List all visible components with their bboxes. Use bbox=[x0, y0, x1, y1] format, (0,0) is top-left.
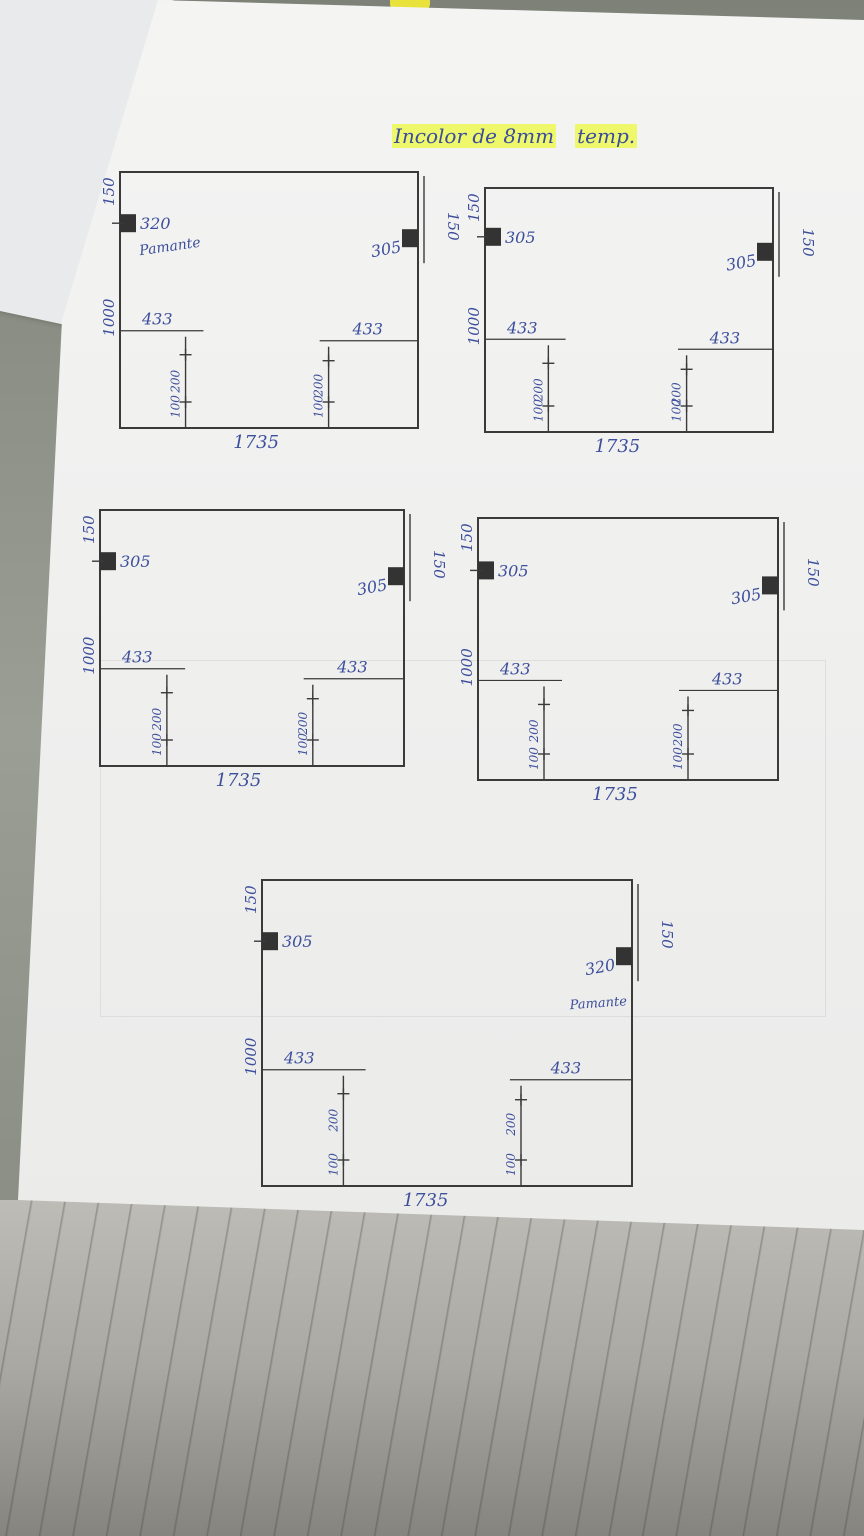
height-label: 1000 bbox=[458, 648, 476, 687]
right-width-label: 433 bbox=[709, 328, 741, 347]
width-label: 1735 bbox=[216, 770, 262, 791]
right-notch-mark bbox=[616, 947, 632, 966]
panel-outline bbox=[484, 187, 774, 433]
right-offset-label: 150 bbox=[804, 558, 822, 587]
left-gap-a-label: 200 bbox=[527, 719, 541, 743]
right-gap-a-label: 200 bbox=[296, 711, 310, 735]
left-width-label: 433 bbox=[283, 1049, 315, 1068]
left-gap-b-label: 100 bbox=[326, 1153, 340, 1176]
panel-outline bbox=[477, 517, 779, 781]
left-width-label: 433 bbox=[499, 659, 531, 678]
left-note-label: Pamante bbox=[137, 235, 201, 260]
right-notch-label: 305 bbox=[724, 251, 757, 275]
top-offset-label: 150 bbox=[242, 885, 260, 914]
top-offset-label: 150 bbox=[465, 193, 483, 222]
left-notch-label: 305 bbox=[498, 561, 529, 580]
top-offset-label: 150 bbox=[80, 515, 98, 544]
right-notch-mark bbox=[402, 229, 418, 248]
height-label: 1000 bbox=[100, 298, 118, 337]
right-offset-label: 150 bbox=[799, 228, 817, 257]
right-notch-label: 305 bbox=[729, 584, 762, 608]
right-notch-label: 305 bbox=[369, 237, 402, 261]
right-gap-b-label: 100 bbox=[504, 1153, 518, 1176]
right-gap-a-label: 200 bbox=[670, 382, 684, 406]
right-gap-b-label: 100 bbox=[671, 747, 685, 770]
right-offset-label: 150 bbox=[430, 550, 448, 579]
show-through-frame bbox=[100, 660, 826, 1017]
right-gap-a-label: 200 bbox=[312, 373, 326, 397]
paper-sheet bbox=[18, 0, 864, 1230]
right-width-label: 433 bbox=[351, 320, 383, 339]
right-offset-label: 150 bbox=[658, 920, 676, 949]
title-part-2: temp. bbox=[575, 124, 638, 148]
right-notch-label: 305 bbox=[355, 575, 388, 599]
left-notch-mark bbox=[262, 932, 278, 951]
left-gap-b-label: 100 bbox=[150, 733, 164, 756]
right-width-label: 433 bbox=[336, 658, 368, 677]
width-label: 1735 bbox=[233, 432, 279, 453]
page-title: Incolor de 8mm temp. bbox=[392, 124, 638, 148]
left-gap-a-label: 200 bbox=[531, 378, 545, 402]
right-notch-label: 320 bbox=[583, 955, 616, 979]
right-notch-mark bbox=[388, 567, 404, 586]
fabric-background bbox=[0, 1200, 864, 1536]
left-width-label: 433 bbox=[141, 310, 173, 329]
left-width-label: 433 bbox=[506, 318, 538, 337]
left-gap-b-label: 100 bbox=[527, 747, 541, 770]
top-offset-label: 150 bbox=[458, 523, 476, 552]
left-notch-label: 305 bbox=[505, 228, 536, 247]
left-notch-mark bbox=[100, 552, 116, 571]
panel-outline bbox=[119, 171, 419, 429]
right-notch-mark bbox=[757, 242, 773, 261]
right-gap-b-label: 100 bbox=[296, 733, 310, 756]
left-notch-mark bbox=[485, 227, 501, 246]
left-gap-b-label: 100 bbox=[531, 399, 545, 422]
height-label: 1000 bbox=[465, 307, 483, 346]
right-gap-a-label: 200 bbox=[504, 1112, 518, 1136]
left-notch-mark bbox=[478, 561, 494, 580]
right-gap-a-label: 200 bbox=[671, 723, 685, 747]
left-gap-a-label: 200 bbox=[150, 707, 164, 731]
right-offset-label: 150 bbox=[444, 212, 462, 241]
left-notch-mark bbox=[120, 214, 136, 233]
right-note-label: Pamante bbox=[568, 994, 627, 1013]
right-width-label: 433 bbox=[550, 1059, 582, 1078]
left-gap-b-label: 100 bbox=[169, 395, 183, 418]
top-offset-label: 150 bbox=[100, 177, 118, 206]
title-part-1: Incolor de 8mm bbox=[392, 124, 557, 148]
right-gap-b-label: 100 bbox=[670, 399, 684, 422]
left-notch-label: 305 bbox=[120, 552, 151, 571]
left-width-label: 433 bbox=[121, 648, 153, 667]
width-label: 1735 bbox=[592, 784, 638, 805]
panel-outline bbox=[99, 509, 405, 767]
left-notch-label: 320 bbox=[140, 214, 171, 233]
panel-outline bbox=[261, 879, 633, 1187]
left-gap-a-label: 200 bbox=[169, 369, 183, 393]
right-notch-mark bbox=[762, 576, 778, 595]
left-gap-a-label: 200 bbox=[326, 1108, 340, 1132]
width-label: 1735 bbox=[594, 436, 640, 457]
height-label: 1000 bbox=[80, 636, 98, 675]
width-label: 1735 bbox=[403, 1190, 449, 1211]
left-notch-label: 305 bbox=[282, 932, 313, 951]
right-gap-b-label: 100 bbox=[312, 395, 326, 418]
highlighter-cap bbox=[390, 0, 430, 10]
height-label: 1000 bbox=[242, 1037, 260, 1076]
right-width-label: 433 bbox=[711, 669, 743, 688]
